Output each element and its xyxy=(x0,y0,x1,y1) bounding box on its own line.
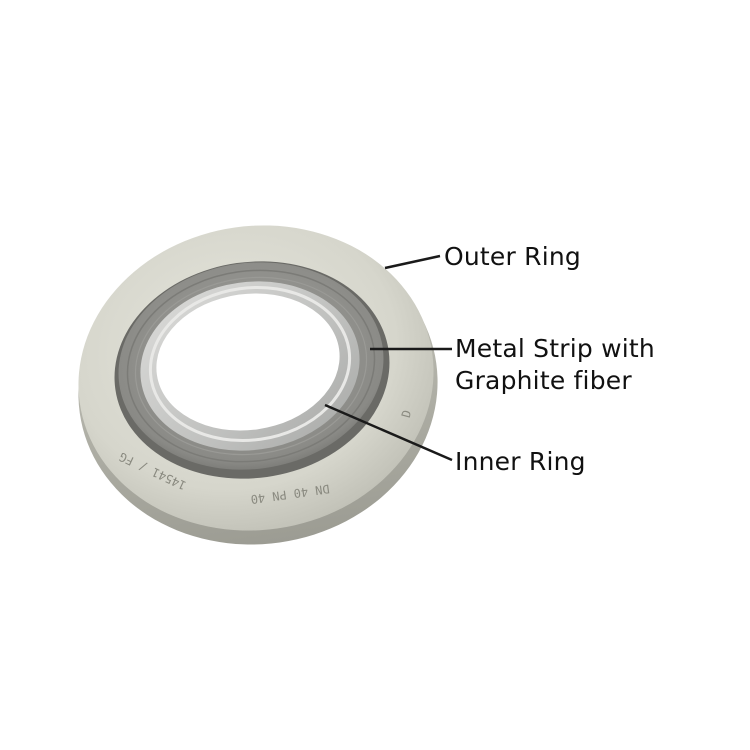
metal-strip-winding-b xyxy=(134,276,368,456)
center-hole xyxy=(156,293,340,431)
label-metal-strip-line2: Graphite fiber xyxy=(455,366,632,395)
label-metal-strip-line1: Metal Strip with xyxy=(455,334,655,363)
leader-line-outer-ring xyxy=(384,254,441,270)
label-inner-ring: Inner Ring xyxy=(455,447,586,476)
label-metal-strip: Metal Strip with Graphite fiber xyxy=(455,333,655,397)
label-outer-ring: Outer Ring xyxy=(444,242,581,271)
stamp-letter: D xyxy=(399,409,414,420)
inner-ring-lip xyxy=(148,285,352,443)
leader-line-inner-ring xyxy=(324,403,453,462)
